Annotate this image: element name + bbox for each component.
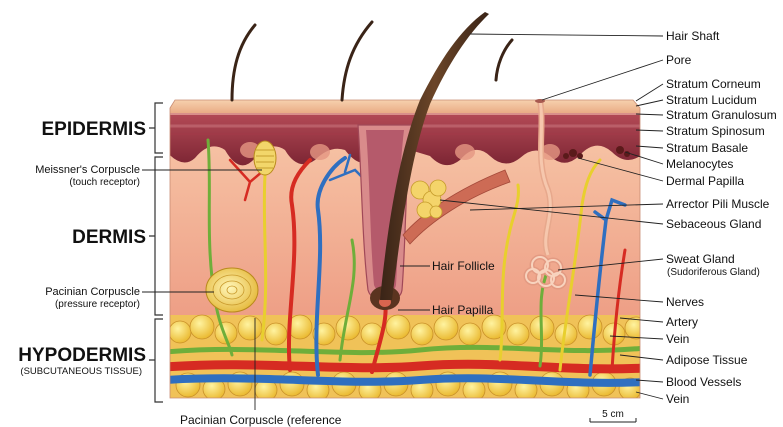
epidermis-label: EPIDERMIS <box>41 119 146 140</box>
pacinian-sublabel: (pressure receptor) <box>55 299 140 310</box>
pore-leader <box>542 60 663 100</box>
stratum-lucidum-label: Stratum Lucidum <box>666 93 757 107</box>
stratum-granulosum-label: Stratum Granulosum <box>666 108 777 122</box>
hair-papilla-label: Hair Papilla <box>432 303 494 317</box>
meissner-label: Meissner's Corpuscle <box>35 164 140 176</box>
hair-shaft-label: Hair Shaft <box>666 29 720 43</box>
stratum-spinosum-label: Stratum Spinosum <box>666 124 765 138</box>
meissner-sublabel: (touch receptor) <box>69 177 140 188</box>
blood-vessels-label: Blood Vessels <box>666 375 741 389</box>
epidermis-brace <box>149 103 163 153</box>
dermal-papilla-label: Dermal Papilla <box>666 174 744 188</box>
pore-label: Pore <box>666 53 692 67</box>
dermis-brace <box>149 157 163 315</box>
hair-strand <box>342 22 372 100</box>
pacinian-label: Pacinian Corpuscle <box>45 286 140 298</box>
stratum-corneum-label: Stratum Corneum <box>666 77 761 91</box>
pacinian-corpuscle <box>206 268 258 312</box>
melanocytes-label: Melanocytes <box>666 157 733 171</box>
stratum-corneum-leader <box>636 84 663 101</box>
hair-shaft-leader <box>470 34 663 36</box>
hair-strand <box>496 40 512 80</box>
blood-vessel-artery-horizontal <box>165 364 645 369</box>
nerves-label: Nerves <box>666 295 704 309</box>
scale-bar-label: 5 cm <box>602 409 624 420</box>
vein-lower-label: Vein <box>666 392 689 406</box>
hypodermis-sublabel: (SUBCUTANEOUS TISSUE) <box>20 366 142 377</box>
sweat-gland-sub-label: (Sudoriferous Gland) <box>667 267 760 278</box>
hypodermis-brace <box>149 319 163 402</box>
arrector-pili-muscle-label: Arrector Pili Muscle <box>666 197 770 211</box>
stratum-corneum-layer <box>165 100 645 114</box>
stratum-lucidum-leader <box>636 100 663 106</box>
vein-label: Vein <box>666 332 689 346</box>
pacinian-bottom-label: Pacinian Corpuscle (reference <box>180 413 342 427</box>
hair-strand <box>232 25 255 100</box>
hair-follicle-label: Hair Follicle <box>432 259 495 273</box>
sebaceous-gland-label: Sebaceous Gland <box>666 217 761 231</box>
dermis-label: DERMIS <box>72 227 146 248</box>
sweat-gland-label: Sweat Gland <box>666 252 735 266</box>
adipose-tissue-label: Adipose Tissue <box>666 353 748 367</box>
artery-label: Artery <box>666 315 698 329</box>
blood-vessel-vein-horizontal <box>165 378 645 383</box>
stratum-basale-label: Stratum Basale <box>666 141 748 155</box>
hypodermis-label: HYPODERMIS <box>18 345 146 366</box>
